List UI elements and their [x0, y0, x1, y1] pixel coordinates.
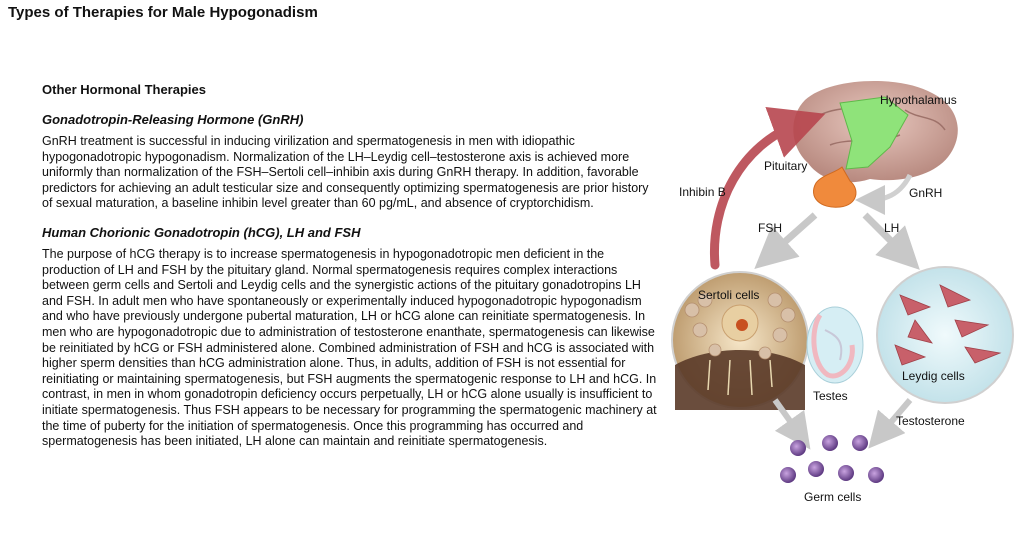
label-lh: LH [884, 221, 900, 235]
testes-graphic [806, 306, 864, 384]
sertoli-to-germ-arrow [772, 398, 811, 450]
germ-cells-graphic [780, 435, 884, 483]
label-fsh: FSH [758, 221, 782, 235]
hcg-heading: Human Chorionic Gonadotropin (hCG), LH a… [42, 224, 361, 240]
hypothalamus-shape [839, 96, 909, 170]
article-content: Other Hormonal Therapies Gonadotropin-Re… [42, 82, 660, 463]
hcg-paragraph: The purpose of hCG therapy is to increas… [42, 246, 657, 449]
fsh-arrow [754, 212, 818, 269]
label-gnrh: GnRH [909, 186, 943, 200]
label-hypothalamus: Hypothalamus [880, 93, 957, 107]
section-heading: Other Hormonal Therapies [42, 82, 206, 97]
label-testes: Testes [813, 389, 848, 403]
illustration-graphic [671, 80, 1014, 483]
gnrh-heading: Gonadotropin-Releasing Hormone (GnRH) [42, 112, 304, 127]
page-title: Types of Therapies for Male Hypogonadism [8, 4, 318, 21]
testosterone-arrow [868, 398, 913, 449]
lh-arrow [862, 212, 920, 270]
label-testosterone: Testosterone [896, 414, 965, 428]
label-pituitary: Pituitary [764, 159, 808, 173]
gnrh-paragraph: GnRH treatment is successful in inducing… [42, 134, 649, 211]
label-inhibin-b: Inhibin B [679, 185, 726, 199]
leydig-cells-graphic [876, 266, 1014, 404]
gnrh-arrow [855, 173, 913, 215]
inhibin-b-arrow [709, 106, 826, 270]
sertoli-cells-graphic [671, 271, 809, 410]
label-sertoli-cells: Sertoli cells [698, 288, 760, 302]
hormone-axis-illustration: Hypothalamus Pituitary Inhibin B GnRH FS… [670, 75, 1024, 515]
label-germ-cells: Germ cells [804, 490, 862, 504]
label-leydig-cells: Leydig cells [902, 369, 965, 383]
